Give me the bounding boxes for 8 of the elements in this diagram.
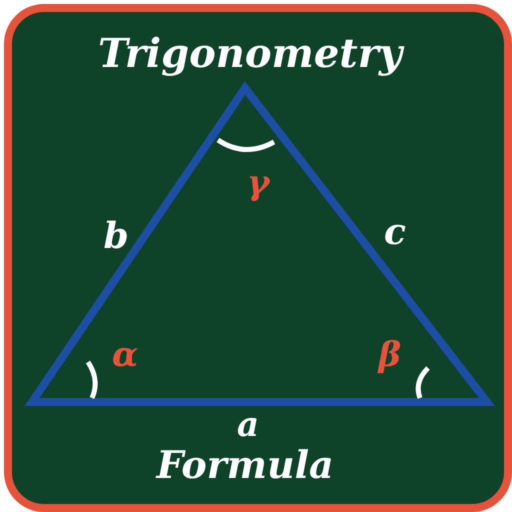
angle-label: γ bbox=[247, 166, 270, 200]
side-label: c bbox=[384, 214, 406, 250]
angle-label: α bbox=[112, 338, 138, 372]
caption: Formula bbox=[156, 446, 334, 484]
title: Trigonometry bbox=[98, 34, 402, 74]
side-label: b bbox=[104, 218, 129, 254]
side-label: a bbox=[237, 408, 260, 442]
angle-label: β bbox=[378, 338, 402, 372]
